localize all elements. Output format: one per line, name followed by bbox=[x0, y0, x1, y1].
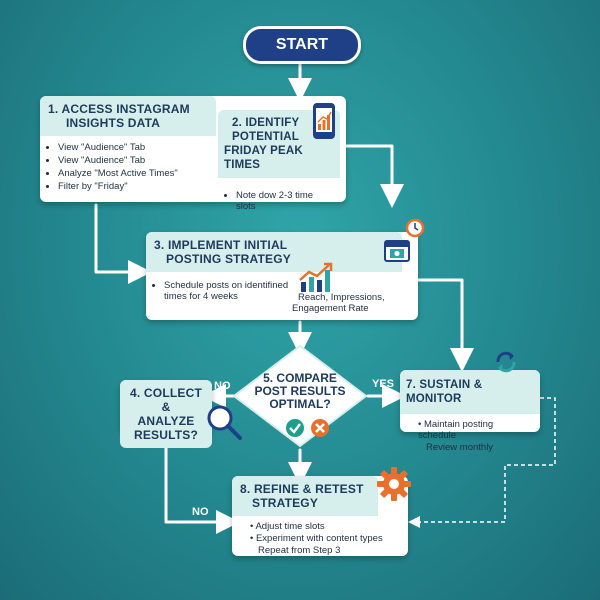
list-item: View "Audience" Tab bbox=[58, 155, 218, 166]
metrics-line2: Engagement Rate bbox=[292, 303, 369, 314]
step-5-title-line3: OPTIMAL? bbox=[269, 397, 331, 411]
list-item: Schedule posts on identifined times for … bbox=[164, 280, 304, 302]
step-3-title: 3. IMPLEMENT INITIAL POSTING STRATEGY bbox=[146, 232, 402, 272]
step-7-title: 7. SUSTAIN & MONITOR bbox=[400, 370, 540, 414]
step-4-title-line2: ANALYZE bbox=[137, 414, 195, 428]
step-2-title-line1: 2. IDENTIFY bbox=[232, 117, 300, 129]
list-item: View "Audience" Tab bbox=[58, 142, 218, 153]
list-item: Filter by "Friday" bbox=[58, 181, 218, 192]
step-4-box: 4. COLLECT & ANALYZE RESULTS? bbox=[120, 380, 212, 448]
step-5-title-line2: POST RESULTS bbox=[254, 384, 346, 398]
metrics-line1: Reach, Impressions, bbox=[298, 292, 385, 303]
list-item: • Maintain posting schedule bbox=[418, 419, 494, 441]
step-2-title-line3: FRIDAY PEAK TIMES bbox=[224, 145, 303, 171]
growth-chart-icon bbox=[299, 262, 333, 292]
list-item-text: Adjust time slots bbox=[255, 521, 325, 532]
list-item-text: Maintain posting schedule bbox=[418, 419, 494, 441]
check-icon bbox=[286, 419, 304, 437]
clock-icon bbox=[405, 218, 425, 238]
list-item: • Experiment with content types bbox=[250, 533, 383, 544]
step-4-title-line3: RESULTS? bbox=[133, 428, 199, 442]
list-item: Repeat from Step 3 bbox=[250, 545, 400, 556]
step-8-list: • Adjust time slots • Experiment with co… bbox=[240, 521, 400, 556]
decision-diamond bbox=[232, 344, 368, 448]
step-2-title-line2: POTENTIAL bbox=[232, 131, 299, 143]
no-label-bottom: NO bbox=[192, 506, 209, 518]
step-8-title-line1: 8. REFINE & RETEST bbox=[240, 482, 364, 496]
list-item: Review monthly bbox=[418, 442, 532, 453]
refresh-icon bbox=[496, 351, 516, 373]
step-2-box: 2. IDENTIFY POTENTIAL FRIDAY PEAK TIMES … bbox=[218, 110, 340, 212]
list-item: Note dow 2-3 time slots bbox=[236, 190, 332, 212]
list-item: Analyze "Most Active Times" bbox=[58, 168, 218, 179]
magnifier-icon bbox=[207, 405, 242, 440]
yes-label: YES bbox=[372, 378, 395, 390]
list-item-text: Experiment with content types bbox=[255, 533, 383, 544]
step-3-title-line2: POSTING STRATEGY bbox=[166, 252, 291, 266]
calendar-icon bbox=[384, 240, 410, 262]
step-5-title-line1: 5. COMPARE bbox=[263, 371, 337, 385]
no-label-left: NO bbox=[214, 380, 231, 392]
step-2-title: 2. IDENTIFY POTENTIAL FRIDAY PEAK TIMES bbox=[218, 110, 340, 178]
step-3-title-line1: 3. IMPLEMENT INITIAL bbox=[154, 238, 288, 252]
step-7-box: 7. SUSTAIN & MONITOR • Maintain posting … bbox=[400, 370, 540, 453]
step-3-box: 3. IMPLEMENT INITIAL POSTING STRATEGY Sc… bbox=[146, 232, 418, 320]
gear-icon bbox=[377, 467, 411, 501]
step-8-title: 8. REFINE & RETEST STRATEGY bbox=[232, 476, 378, 516]
phone-chart-icon bbox=[313, 103, 335, 139]
list-item: • Adjust time slots bbox=[250, 521, 325, 532]
cross-icon bbox=[311, 419, 329, 437]
step-5-title: 5. COMPARE POST RESULTS OPTIMAL? bbox=[252, 372, 348, 411]
step-1-title-line2: INSIGHTS DATA bbox=[66, 116, 161, 130]
step-4-title-line1: 4. COLLECT & bbox=[129, 386, 202, 414]
step-4-title: 4. COLLECT & ANALYZE RESULTS? bbox=[120, 380, 212, 448]
step-2-list: Note dow 2-3 time slots bbox=[226, 190, 332, 212]
step-3-metrics: Reach, Impressions, Engagement Rate bbox=[292, 292, 414, 314]
step-1-title: 1. ACCESS INSTAGRAM INSIGHTS DATA bbox=[40, 96, 216, 136]
step-7-list: • Maintain posting schedule Review month… bbox=[408, 419, 532, 453]
step-3-list: Schedule posts on identifined times for … bbox=[154, 280, 304, 302]
step-8-box: 8. REFINE & RETEST STRATEGY • Adjust tim… bbox=[232, 476, 408, 556]
step-8-title-line2: STRATEGY bbox=[252, 496, 319, 510]
list-item-text: Review monthly bbox=[426, 442, 494, 453]
step-1-list: View "Audience" Tab View "Audience" Tab … bbox=[48, 142, 218, 192]
step-1-title-line1: 1. ACCESS INSTAGRAM bbox=[48, 102, 190, 116]
list-item-text: Repeat from Step 3 bbox=[258, 545, 341, 556]
start-node: START bbox=[243, 26, 361, 64]
